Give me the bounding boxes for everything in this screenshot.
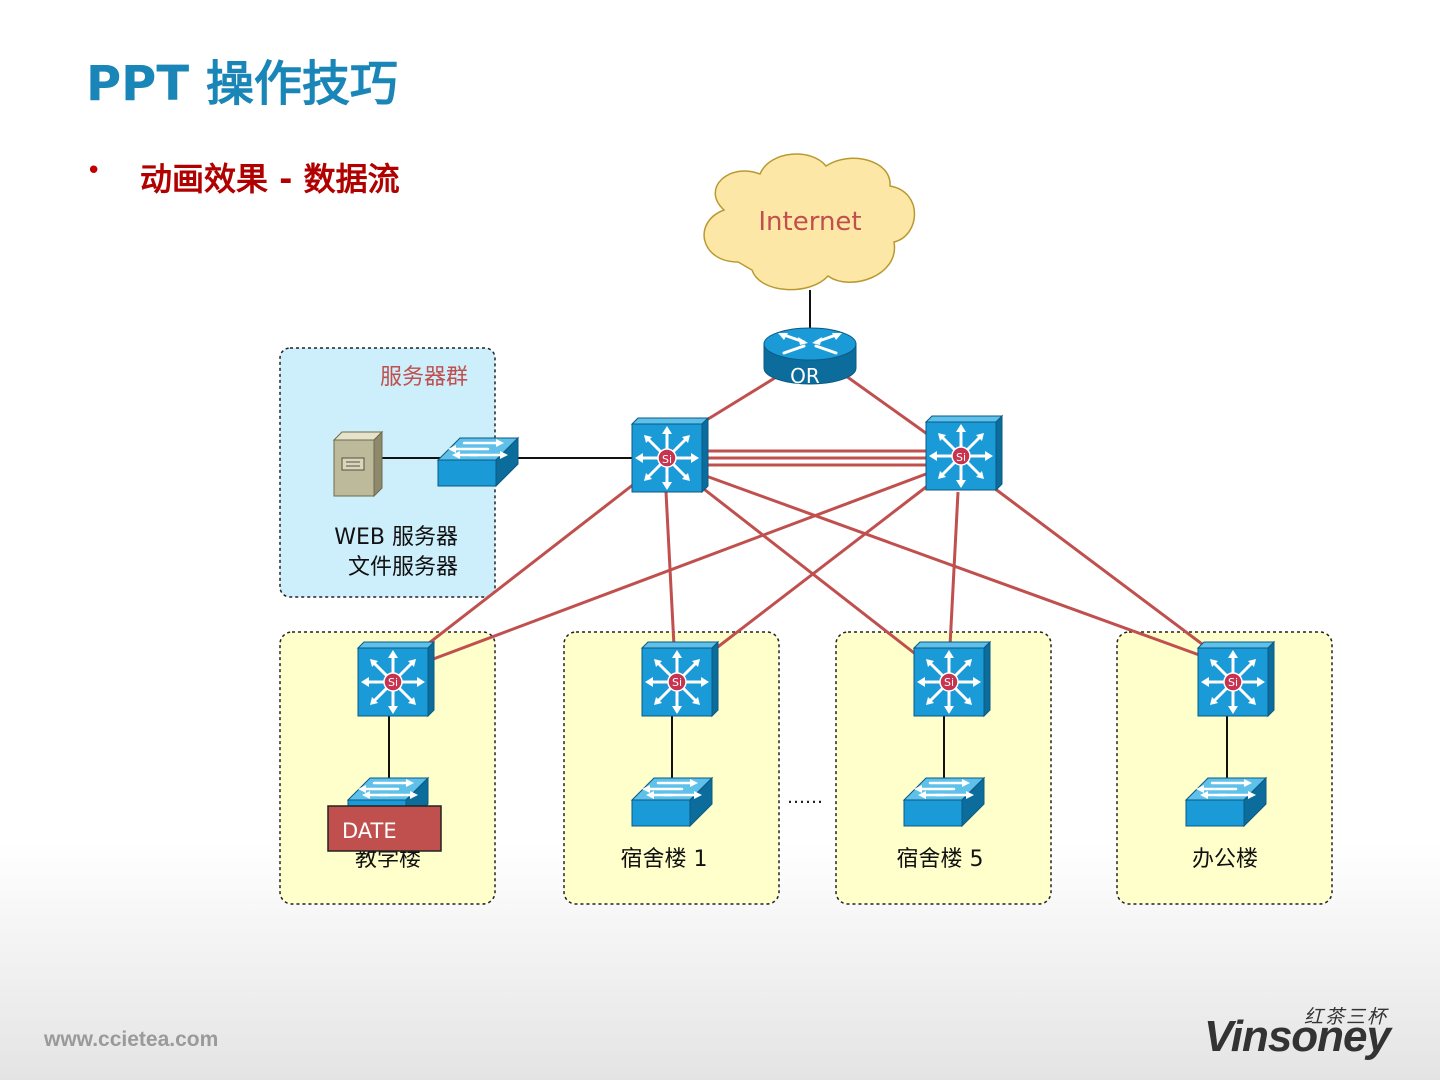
building-switch-dorm5-badge: Si: [944, 676, 954, 689]
data-packet-box: [327, 805, 442, 852]
building-label-office: 办公楼: [1192, 847, 1258, 872]
core-switch-1-badge: Si: [662, 453, 672, 466]
router-icon: [763, 327, 857, 385]
red-links: [419, 374, 1211, 666]
internet-label: Internet: [758, 207, 861, 237]
data-packet-label: DATE: [342, 819, 397, 843]
building-label-dorm5: 宿舍楼 5: [897, 847, 984, 872]
server-icon: [332, 430, 384, 498]
server-group-title: 服务器群: [380, 365, 468, 390]
file-server-label: 文件服务器: [348, 555, 458, 580]
building-switch-office-badge: Si: [1228, 676, 1238, 689]
logo-vinsoney: Vinsoney: [1204, 1012, 1391, 1061]
black-links: [380, 290, 1228, 780]
bullet-marker: •: [86, 156, 102, 186]
web-server-label: WEB 服务器: [334, 525, 458, 550]
building-boxes: [279, 631, 1333, 905]
router-label: OR: [790, 364, 820, 388]
slide-title: PPT 操作技巧: [86, 56, 398, 112]
footer-url: www.ccietea.com: [44, 1028, 219, 1051]
building-box-office: [1116, 631, 1333, 905]
building-switch-dorm1-badge: Si: [672, 676, 682, 689]
logo-chinese: 红茶三杯: [1304, 1006, 1389, 1028]
building-label-dorm1: 宿舍楼 1: [621, 847, 708, 872]
bullet-text: 动画效果 - 数据流: [140, 160, 400, 198]
ellipsis-more-buildings: ……: [787, 787, 823, 808]
core-switch-2-badge: Si: [956, 451, 966, 464]
building-switch-teaching-badge: Si: [388, 676, 398, 689]
internet-cloud-icon: [703, 153, 916, 291]
